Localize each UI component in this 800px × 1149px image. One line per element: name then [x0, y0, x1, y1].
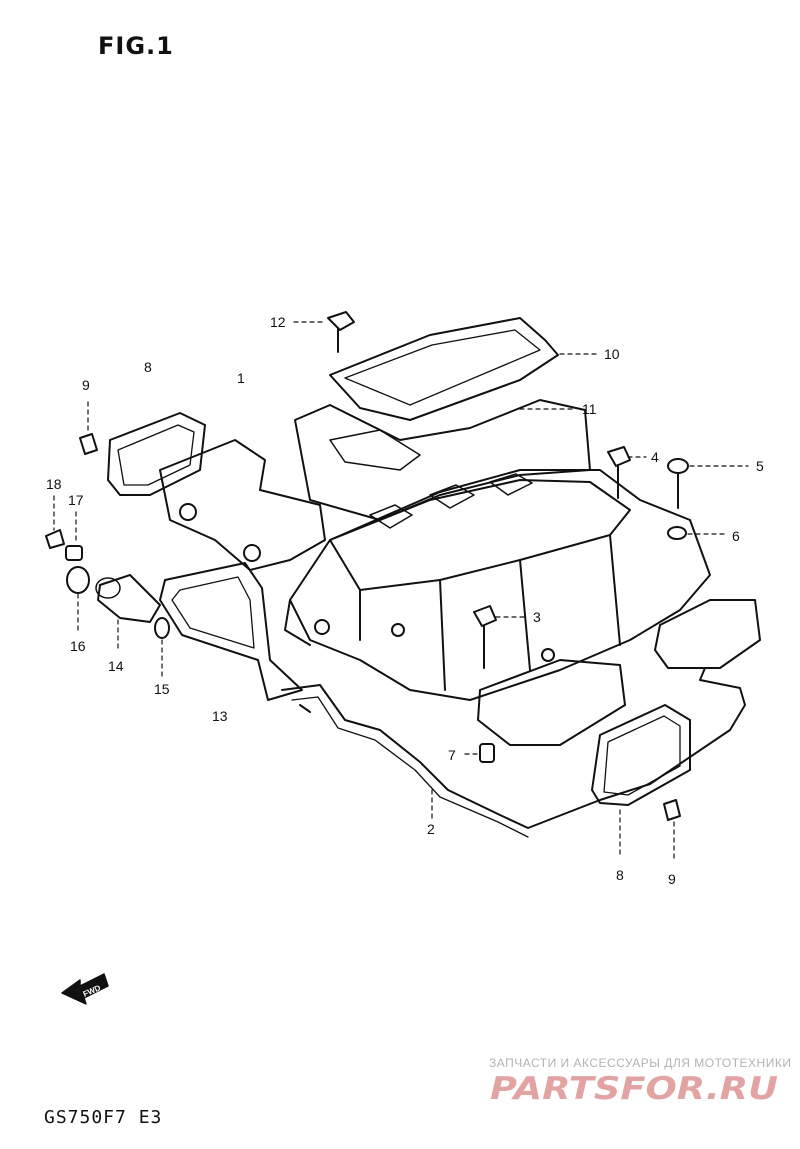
cam-cover-upper-inner — [344, 329, 541, 406]
bushing-17 — [65, 545, 83, 561]
sleeve-14 — [97, 574, 161, 623]
cylinder-head-port — [329, 429, 421, 471]
forward-arrow-icon: FWD — [61, 973, 109, 1005]
callout-9-left: 9 — [82, 377, 90, 393]
watermark-logo: PARTSFOR.RU — [490, 1071, 778, 1107]
bolt-4-head — [607, 446, 631, 467]
bolt-3-head — [473, 605, 497, 627]
callout-5: 5 — [756, 458, 764, 474]
callout-17: 17 — [68, 492, 84, 508]
side-gasket-13 — [159, 562, 303, 701]
bolt-12-head — [327, 311, 355, 331]
figure-title: FIG.1 — [98, 32, 174, 60]
side-cover-right-inner — [603, 715, 681, 796]
callout-2: 2 — [427, 821, 435, 837]
side-gasket-13-inner — [171, 576, 255, 649]
washer-6 — [667, 526, 687, 540]
callout-7: 7 — [448, 747, 456, 763]
callout-14: 14 — [108, 658, 124, 674]
model-code: GS750F7 E3 — [44, 1107, 163, 1128]
callout-16: 16 — [70, 638, 86, 654]
callout-12: 12 — [270, 314, 286, 330]
crankcase-front — [284, 599, 311, 646]
dowel-7 — [479, 743, 495, 763]
cylinder-head-body — [294, 399, 591, 521]
watermark-brand: PARTSFOR.RU — [490, 1071, 778, 1107]
callout-8-right: 8 — [616, 867, 624, 883]
crankcase-bore-2 — [429, 484, 475, 509]
callout-3: 3 — [533, 609, 541, 625]
cap-16 — [66, 566, 90, 594]
crankcase-boss-1 — [314, 619, 330, 635]
callout-9-right: 9 — [668, 871, 676, 887]
side-cover-right — [591, 704, 691, 806]
gasket-bolt-hole — [299, 704, 311, 713]
callout-15: 15 — [154, 681, 170, 697]
left-boss-assembly — [159, 439, 326, 571]
callout-8-left: 8 — [144, 359, 152, 375]
left-boss-hole-1 — [179, 503, 197, 521]
callout-11: 11 — [582, 401, 597, 417]
screw-9-right — [663, 799, 681, 821]
crankcase-upper-deck — [329, 479, 631, 591]
crankcase-rib-b — [439, 579, 446, 691]
callout-4: 4 — [651, 449, 659, 465]
oil-pan-gasket-inner — [291, 696, 529, 838]
callout-10: 10 — [604, 346, 620, 362]
callout-6: 6 — [732, 528, 740, 544]
crankcase-bore-1 — [369, 504, 413, 529]
bolt-5-head — [667, 458, 689, 474]
side-cover-left-inner — [117, 424, 195, 486]
right-middle-cover — [477, 659, 626, 746]
crankcase-rib-d — [609, 534, 621, 646]
crankcase-body — [289, 469, 711, 701]
crankcase-rib-c — [519, 559, 531, 671]
screw-9-left — [79, 433, 98, 455]
watermark-caption: ЗАПЧАСТИ И АКСЕССУАРЫ ДЛЯ МОТОТЕХНИКИ — [489, 1056, 792, 1070]
oring-15 — [154, 617, 170, 639]
crankcase-boss-2 — [391, 623, 405, 637]
callout-1: 1 — [237, 370, 245, 386]
left-boss-hole-2 — [243, 544, 261, 562]
side-cover-left — [107, 412, 206, 496]
bolt-18 — [45, 529, 65, 549]
crankcase-bore-3 — [489, 473, 533, 496]
cam-cover-upper — [329, 317, 559, 421]
sleeve-14-mouth — [95, 577, 121, 599]
oil-pan-gasket — [281, 667, 746, 829]
right-end-cover — [654, 599, 761, 669]
crankcase-boss-3 — [541, 648, 555, 662]
callout-18: 18 — [46, 476, 62, 492]
callout-13: 13 — [212, 708, 228, 724]
